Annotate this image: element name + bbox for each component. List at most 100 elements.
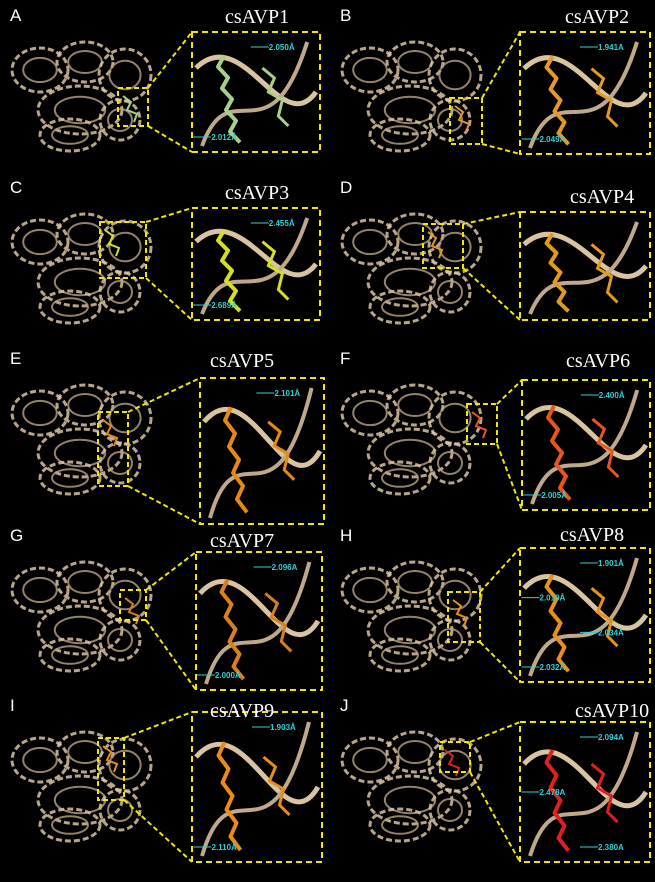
connector-line [147,125,193,153]
distance-label: 2.478A [540,788,566,797]
zoom-box [191,31,321,153]
ligand [216,741,243,852]
distance-label: 2.010Å [540,594,566,603]
connector-line [481,31,521,99]
ligand [544,55,570,146]
ligand [471,411,488,439]
selection-box [466,403,498,445]
distance-label: 2.094A [598,733,624,742]
ligand [427,231,444,259]
distance-label: 1.901Å [598,559,624,568]
distance-label: 1.941A [598,43,624,52]
panel-letter: G [10,526,24,545]
panel-b: 1.941A 2.049A [340,31,651,155]
protein-structure [340,40,483,153]
connector-line [145,619,197,691]
ligand [546,405,572,501]
protein-structure [340,383,483,496]
ligand [544,749,571,853]
selection-box [117,87,149,127]
panel-i: 1.903Å 2.110Å [10,711,323,863]
distance-label: 2.012Å [211,133,237,142]
distance-label: 2.050Å [269,43,295,52]
distance-label: 2.032Å [540,663,566,672]
panel-g: 2.096A 2.000A [10,551,323,691]
protein-structure [340,560,483,673]
distance-label: 2.034Å [598,628,624,637]
panel-letter: H [340,526,353,545]
selection-box [97,737,125,801]
zoom-inset [522,221,648,315]
connector-line [469,721,521,743]
zoom-box [191,207,321,321]
panel-title: csAVP10 [575,700,650,722]
selection-box [447,591,481,643]
panel-title: csAVP9 [210,700,275,722]
zoom-box [191,711,323,863]
panel-title: csAVP3 [225,182,290,204]
connector-line [462,211,521,225]
distance-label: 2.400Å [599,391,625,400]
ligand [124,597,141,625]
zoom-inset: 1.941A 2.049A [521,41,649,149]
ligand [544,573,571,673]
selection-box [97,411,129,487]
protein-structure [340,730,483,843]
panel-title: csAVP5 [210,350,275,372]
connector-line [479,641,521,683]
protein-structure [340,212,483,325]
zoom-box [519,721,651,863]
connector-line [145,277,193,321]
zoom-box [521,379,651,511]
zoom-inset: 2.101Å [202,387,323,519]
panel-e: 2.101Å [10,377,325,525]
connector-line [496,379,523,405]
panel-h: 1.901Å 2.010Å 2.034Å 2.032Å [340,547,651,683]
ligand [454,105,471,133]
zoom-box [195,551,323,691]
panel-title: csAVP6 [566,350,631,372]
connector-line [496,443,523,511]
connector-line [127,377,201,413]
protein-structure [10,212,153,325]
protein-structure [10,560,153,673]
panel-title: csAVP4 [570,186,635,208]
connector-line [145,551,197,591]
distance-label: 2.096A [272,563,298,572]
selection-box [119,589,147,621]
connector-line [469,771,521,863]
panel-letter: B [340,6,352,25]
ligand [104,229,121,257]
connector-line [479,547,521,593]
connector-line [147,31,193,89]
panel-title: csAVP7 [210,530,275,552]
panel-letter: I [10,696,15,715]
distance-label: 2.110Å [212,843,238,852]
ligand [219,578,246,681]
panel-d [340,211,651,325]
distance-label: 1.903Å [270,723,296,732]
protein-structure [10,383,153,496]
panel-letter: D [340,178,353,197]
zoom-box [519,547,651,683]
selection-box [449,97,483,145]
ligand [452,599,469,627]
ligand [216,229,242,313]
panel-letter: F [340,349,351,368]
connector-line [123,711,193,739]
selection-box [422,223,464,269]
distance-label: 2.000A [215,671,241,680]
distance-label: 2.455Å [269,219,295,228]
ligand [122,95,139,123]
panel-title: csAVP8 [560,524,625,546]
connector-line [462,267,521,321]
connector-line [127,485,201,525]
zoom-box [519,211,651,321]
zoom-inset: 2.096A 2.000A [196,561,321,685]
distance-label: 2.049A [540,135,566,144]
ligand [102,745,119,773]
